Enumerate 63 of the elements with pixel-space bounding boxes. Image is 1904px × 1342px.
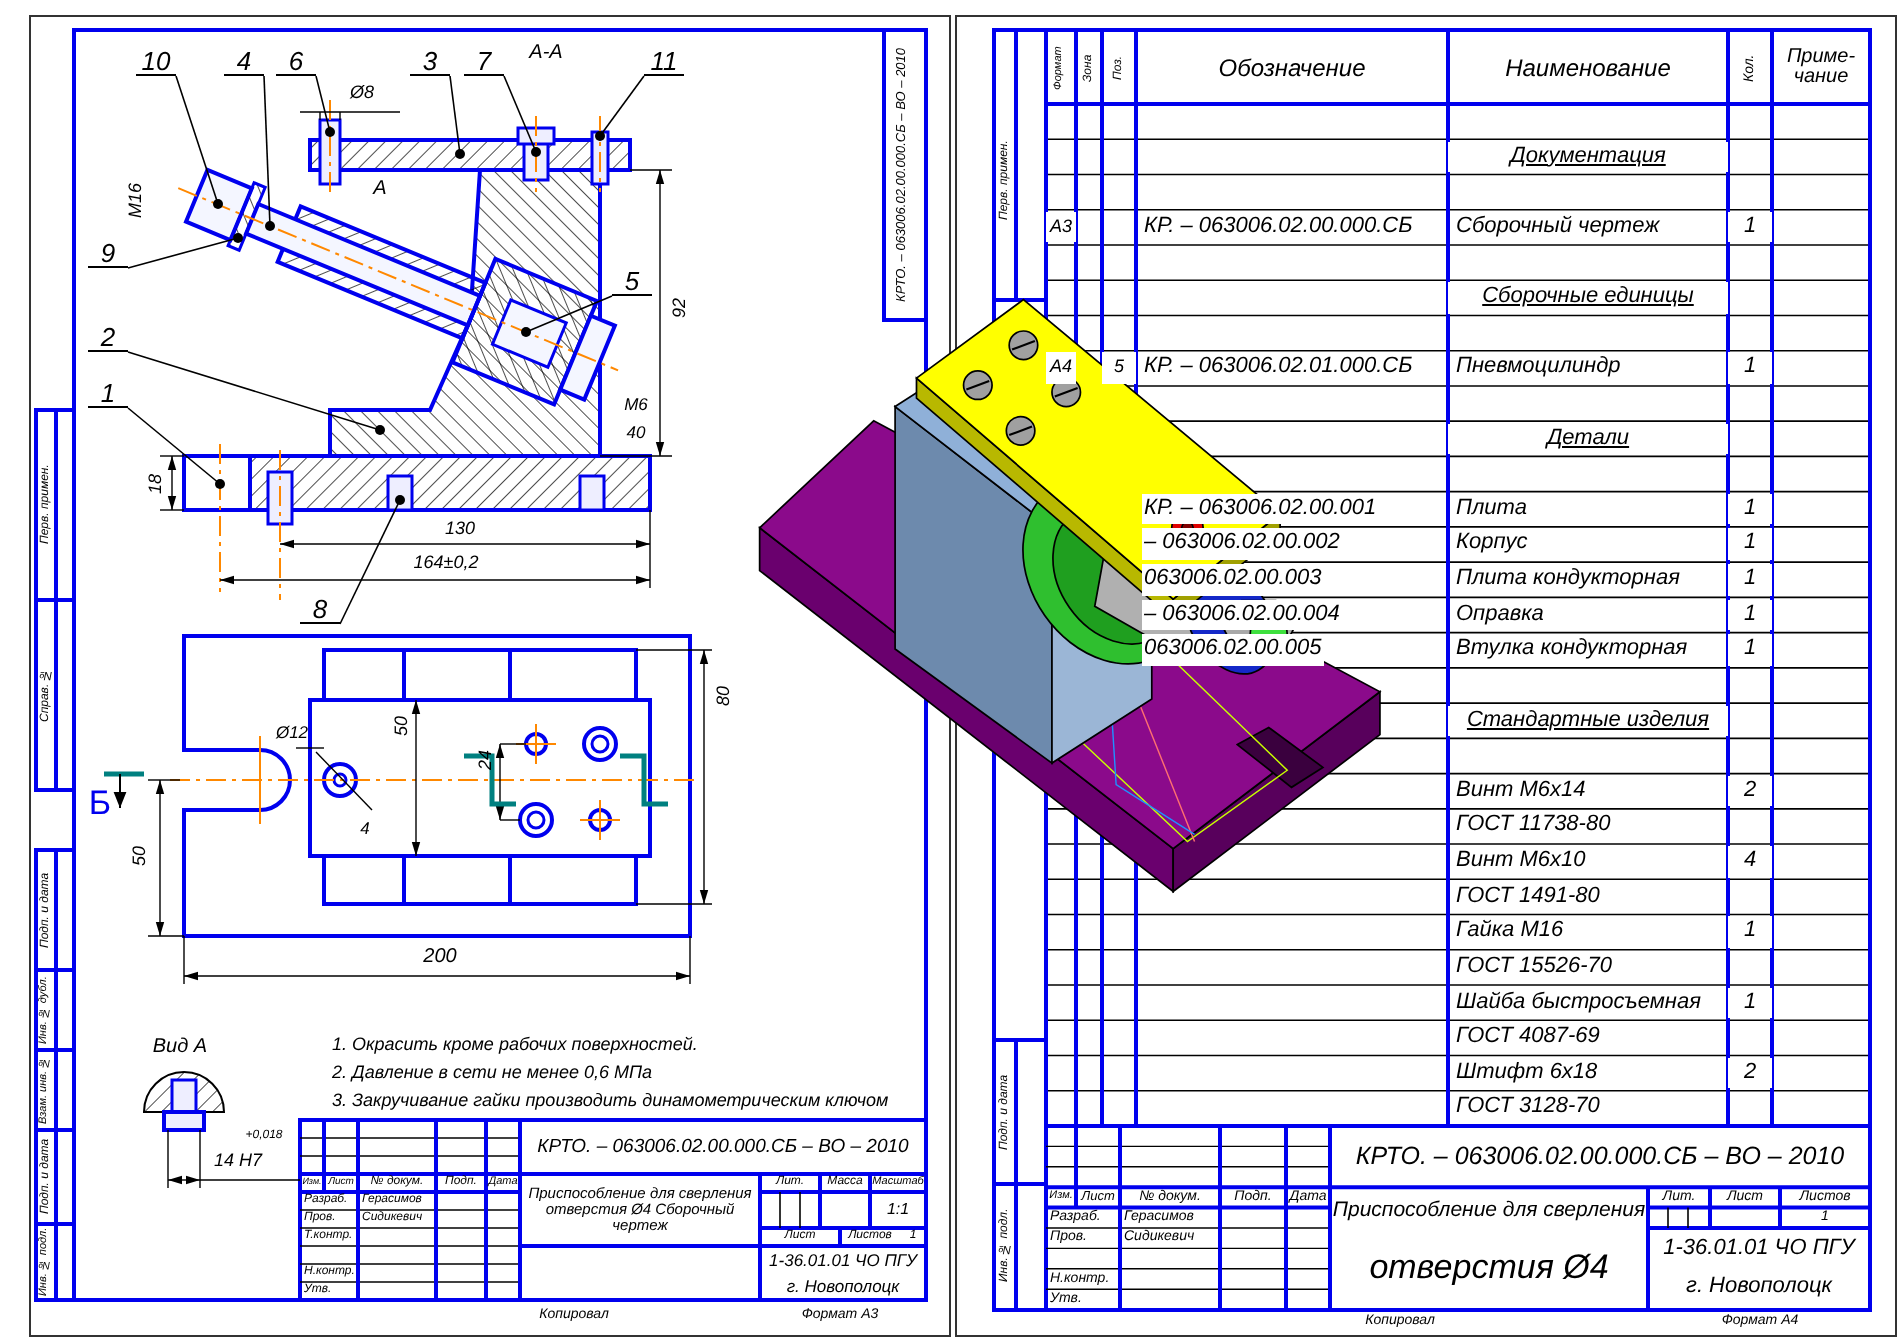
spec-entry: 1 — [1728, 493, 1772, 525]
dimension-label: 18 — [146, 472, 166, 499]
spec-entry: 1 — [1728, 352, 1772, 384]
spec-entry: Штифт 6х18 — [1454, 1057, 1600, 1089]
note-text: 3. Закручивание гайки производить динамометрическим ключом — [332, 1091, 891, 1111]
dimension-label: М16 — [126, 180, 146, 222]
dimension-label: 92 — [670, 296, 690, 323]
dimension-label: М6 — [622, 395, 650, 413]
spec-entry: Сборочный чертеж — [1454, 211, 1662, 243]
dimension-label: Ø12 — [273, 723, 311, 741]
dimension-label: 200 — [421, 949, 459, 969]
dimension-label: 80 — [714, 684, 734, 710]
note-text: 2. Давление в сети не менее 0,6 МПа — [332, 1063, 655, 1083]
spec-entry: 063006.02.00.003 — [1142, 564, 1324, 596]
column-header: Наименование — [1503, 51, 1673, 86]
column-header: Обозначение — [1216, 51, 1368, 86]
spec-entry: 2 — [1728, 775, 1772, 807]
dimension-label: 50 — [392, 714, 412, 740]
spec-entry: 4 — [1728, 846, 1772, 878]
spec-entry: 1 — [1728, 528, 1772, 561]
organization-text: г. Новополоцк — [784, 1277, 902, 1297]
dimension-label: 14 H7 — [212, 1153, 264, 1171]
view-label: Вид А — [150, 1039, 210, 1059]
organization-text: г. Новополоцк — [1684, 1273, 1835, 1303]
spec-entry: 5 — [1102, 352, 1136, 384]
dimension-label: 130 — [442, 521, 478, 539]
view-label: А — [372, 179, 388, 201]
spec-entry: 1 — [1728, 634, 1772, 666]
spec-entry: – 063006.02.00.002 — [1142, 528, 1342, 561]
spec-entry: А3 — [1046, 211, 1076, 243]
spec-entry: Шайба быстросъемная — [1454, 987, 1703, 1019]
spec-entry: 1 — [1728, 564, 1772, 596]
spec-entry: 1 — [1728, 916, 1772, 948]
spec-entry: 2 — [1728, 1057, 1772, 1089]
dimension-label: 24 — [476, 748, 496, 774]
section-label: А-А — [528, 43, 564, 65]
section-heading: Стандартные изделия — [1448, 705, 1728, 737]
spec-entry: 1 — [1728, 211, 1772, 243]
dimension-label: Ø8 — [348, 83, 376, 103]
note-text: 1. Окрасить кроме рабочих поверхностей. — [332, 1035, 700, 1055]
section-label: Б — [88, 787, 112, 821]
section-heading: Документация — [1448, 141, 1728, 173]
dimension-label: 50 — [130, 844, 150, 870]
drawing-number: КРТО. – 063006.02.00.000.СБ – ВО – 2010 — [1353, 1139, 1847, 1174]
section-heading: Детали — [1448, 423, 1728, 455]
spec-entry: А4 — [1046, 352, 1076, 384]
dimension-label: 40 — [624, 423, 648, 441]
title-text: отверстия Ø4 — [1367, 1246, 1611, 1291]
spec-entry: 063006.02.00.005 — [1142, 634, 1324, 666]
spec-entry: 1 — [1728, 987, 1772, 1019]
dimension-label: 164±0,2 — [411, 555, 481, 573]
title-text: Приспособление для сверления — [1336, 1197, 1642, 1227]
spec-entry: Оправка — [1454, 599, 1546, 631]
spec-entry: – 063006.02.00.004 — [1142, 599, 1342, 631]
organization-text: 1-36.01.01 ЧО ПГУ — [767, 1251, 920, 1271]
column-header: Приме- чание — [1784, 43, 1858, 92]
organization-text: 1-36.01.01 ЧО ПГУ — [1661, 1235, 1858, 1265]
field-value: 1:1 — [884, 1197, 912, 1222]
drawing-number: КРТО. – 063006.02.00.000.СБ – ВО – 2010 — [535, 1134, 911, 1163]
spec-entry: 1 — [1728, 599, 1772, 631]
section-heading: Сборочные единицы — [1448, 282, 1728, 314]
spec-entry: КР. – 063006.02.00.001 — [1142, 493, 1379, 525]
dimension-label: 4 — [360, 819, 370, 837]
